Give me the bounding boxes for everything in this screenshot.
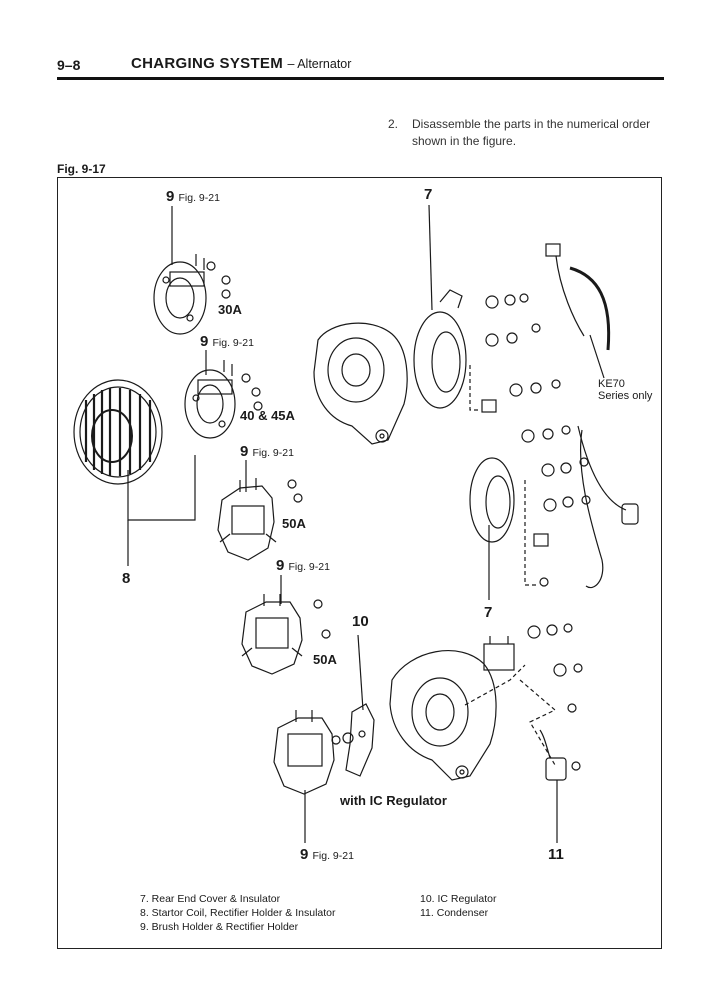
terminal-hardware <box>481 293 591 771</box>
callout-10: 10 <box>352 613 369 630</box>
insulator-upper <box>413 289 467 409</box>
callout-8: 8 <box>122 570 131 587</box>
variant-30a: 30A <box>218 302 242 317</box>
legend-item-11: 11. Condenser <box>420 907 489 919</box>
brush-holder-40-45a <box>184 360 263 439</box>
page-number: 9–8 <box>57 57 81 73</box>
ke70-note: KE70 Series only <box>598 378 652 402</box>
callout-9-second: 9 Fig. 9-21 <box>200 333 254 350</box>
variant-50a-lower: 50A <box>313 652 337 667</box>
legend-item-7: 7. Rear End Cover & Insulator <box>140 893 281 905</box>
ke70-wiring-harness <box>545 243 639 589</box>
figure-frame <box>57 177 662 949</box>
ke70-note-line2: Series only <box>598 390 653 402</box>
ke70-note-line1: KE70 <box>598 378 625 390</box>
legend-item-10: 10. IC Regulator <box>420 893 497 905</box>
variant-40-45a: 40 & 45A <box>240 408 295 423</box>
legend-right: 10. IC Regulator 11. Condenser <box>420 892 496 920</box>
legend-item-9: 9. Brush Holder & Rectifier Holder <box>140 921 299 933</box>
callout-9-number: 9 <box>200 333 209 350</box>
insulator-lower <box>469 457 515 543</box>
callout-7-lower: 7 <box>484 604 493 621</box>
variant-50a-upper: 50A <box>282 516 306 531</box>
condenser <box>539 729 567 781</box>
callout-9-fourth: 9 Fig. 9-21 <box>276 557 330 574</box>
callout-9-number: 9 <box>240 443 249 460</box>
variant-ic-regulator: with IC Regulator <box>340 793 447 808</box>
callout-9-bottom: 9 Fig. 9-21 <box>300 846 354 863</box>
callout-9-top: 9 Fig. 9-21 <box>166 188 220 205</box>
leader-lines <box>127 204 605 843</box>
ref-fig-label: Fig. 9-21 <box>178 192 220 204</box>
instruction-number: 2. <box>388 117 399 131</box>
header-rule <box>57 77 664 80</box>
rectifier-holder-50a-upper <box>217 478 303 561</box>
rear-end-cover-lower <box>389 650 497 781</box>
legend-left: 7. Rear End Cover & Insulator 8. Startor… <box>140 892 336 934</box>
terminal-block <box>483 636 515 671</box>
brush-holder-ic-regulator <box>273 710 354 795</box>
legend-item-8: 8. Startor Coil, Rectifier Holder & Insu… <box>140 907 336 919</box>
ref-fig-label: Fig. 9-21 <box>252 447 294 459</box>
figure-label: Fig. 9-17 <box>57 162 106 176</box>
callout-9-number: 9 <box>300 846 309 863</box>
callout-9-third: 9 Fig. 9-21 <box>240 443 294 460</box>
section-title-sub: – Alternator <box>287 57 352 71</box>
brush-holder-30a <box>153 254 231 335</box>
instruction-text: Disassemble the parts in the numerical o… <box>412 117 651 148</box>
stator-coil <box>73 379 163 485</box>
callout-9-number: 9 <box>276 557 285 574</box>
rear-end-cover-upper <box>313 322 408 445</box>
ref-fig-label: Fig. 9-21 <box>288 561 330 573</box>
ref-fig-label: Fig. 9-21 <box>312 850 354 862</box>
callout-11: 11 <box>548 846 564 863</box>
section-title: CHARGING SYSTEM – Alternator <box>131 55 351 72</box>
ic-regulator <box>345 703 375 777</box>
callout-9-number: 9 <box>166 188 175 205</box>
instruction-step: 2. Disassemble the parts in the numerica… <box>388 116 678 150</box>
ref-fig-label: Fig. 9-21 <box>212 337 254 349</box>
callout-7-upper: 7 <box>424 186 433 203</box>
rectifier-holder-50a-lower <box>241 594 331 675</box>
section-title-main: CHARGING SYSTEM <box>131 55 284 72</box>
